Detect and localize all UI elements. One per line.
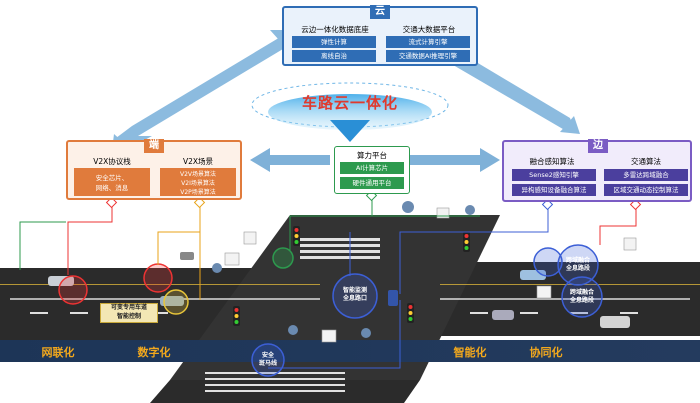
compute-panel: 算力平台 AI计算芯片 硬件通用平台 [334, 146, 410, 194]
edge-right-col1-item-1: Sense2感知引擎 [512, 169, 596, 181]
cloud-right-title: 交通大数据平台 [402, 25, 456, 34]
edge-right-col1-item-2: 异构感知设备融合算法 [512, 184, 596, 196]
safe-crossing-label: 安全 斑马线 [258, 352, 277, 367]
edge-left-col2-box [160, 168, 236, 196]
arrow-cloud-left [112, 30, 296, 150]
edge-left-col2-item-1: V2V场景算法 [179, 171, 217, 178]
road-scene [0, 189, 700, 403]
bottom-label-4: 协同化 [529, 346, 563, 359]
compute-item-2: 硬件通用平台 [340, 177, 404, 189]
edge-left-tag: 端 [144, 139, 164, 153]
cloud-right-item-1: 流式计算引擎 [386, 36, 470, 48]
edge-right-panel: 边 融合感知算法 Sense2感知引擎 异构感知设备融合算法 交通算法 多雷达跨… [502, 139, 692, 202]
sensor-device-icon [224, 207, 637, 343]
bottom-label-3: 智能化 [453, 346, 487, 359]
bottom-label-1: 网联化 [41, 346, 75, 359]
camera-icon [212, 201, 475, 338]
edge-left-col2-item-3: V2P场景算法 [180, 189, 216, 196]
edge-left-col1-line2: 网络、消息 [95, 184, 129, 192]
bottom-band [0, 340, 700, 362]
cloud-left-item-2: 离线自治 [292, 50, 376, 62]
edge-right-col1-title: 融合感知算法 [529, 157, 575, 166]
banner-title: 车路云一体化 [301, 94, 398, 112]
core-glow [251, 82, 449, 142]
compute-item-1: AI计算芯片 [340, 162, 404, 174]
cross-fusion-label-1: 跨域融合 全息路段 [565, 257, 590, 272]
edge-left-col1-box [74, 168, 150, 196]
cloud-tag: 云 [370, 5, 390, 19]
edge-right-tag: 边 [588, 139, 608, 153]
traffic-light-icon [233, 226, 470, 326]
edge-left-col2-item-2: V2I场景算法 [181, 180, 215, 187]
smart-junction-label: 智能监测 全息路口 [342, 287, 367, 302]
cloud-left-item-1: 弹性计算 [292, 36, 376, 48]
edge-left-panel: 端 V2X协议栈 安全芯片、 网络、消息 V2X场景 V2V场景算法 V2I场景… [66, 139, 242, 200]
cloud-left-title: 云边一体化数据底座 [301, 25, 369, 34]
edge-left-col2-title: V2X场景 [182, 157, 214, 166]
edge-right-col2-item-2: 区域交通动态控制算法 [604, 184, 688, 196]
connection-lines [19, 194, 637, 369]
edge-left-col1-line1: 安全芯片、 [95, 174, 129, 182]
edge-left-col1-title: V2X协议栈 [93, 157, 131, 166]
compute-title: 算力平台 [357, 151, 387, 160]
bottom-label-2: 数字化 [137, 346, 171, 359]
cloud-right-item-2: 交通数据AI推理引擎 [386, 50, 470, 62]
edge-right-col2-item-1: 多雷达跨域融合 [604, 169, 688, 181]
edge-right-col2-title: 交通算法 [631, 157, 661, 166]
cloud-panel: 云 云边一体化数据底座 弹性计算 离线自治 交通大数据平台 流式计算引擎 交通数… [282, 5, 478, 66]
cross-fusion-label-2: 跨域融合 全息路段 [569, 289, 594, 304]
lane-control-label: 可变专用车道 智能控制 [100, 303, 158, 323]
arrow-horizontal [250, 148, 500, 172]
zone-highlights [58, 244, 603, 377]
